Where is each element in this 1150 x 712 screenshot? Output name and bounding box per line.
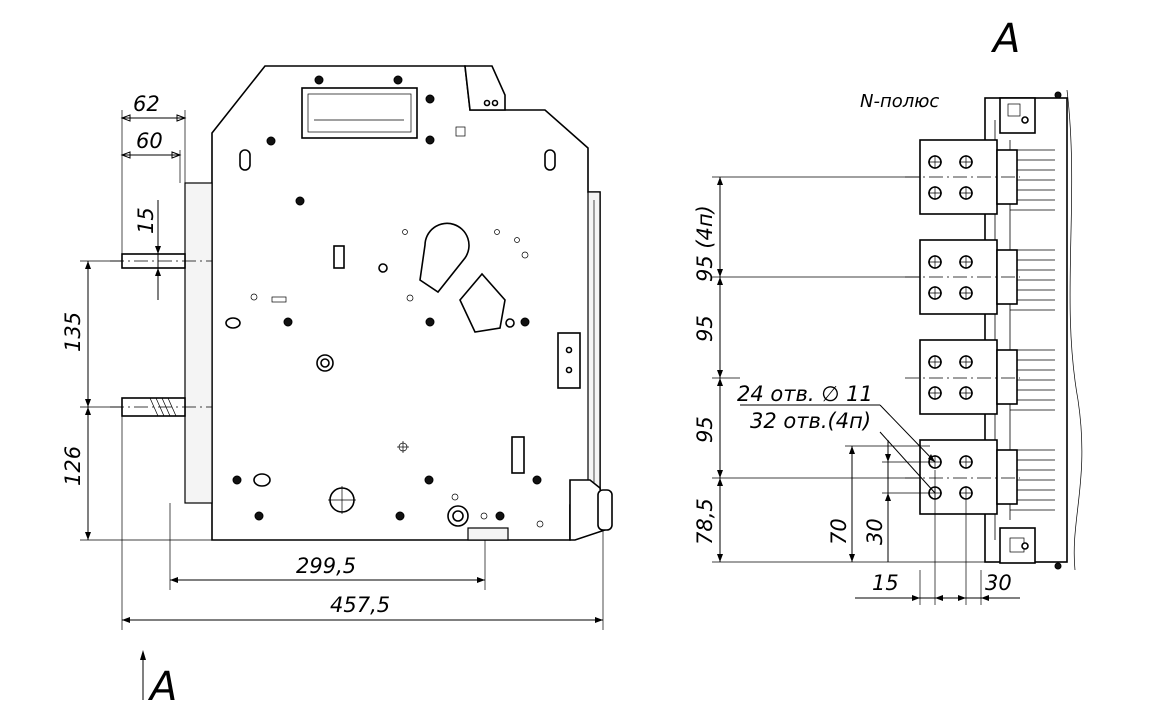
busbar-4 [919,439,1018,515]
dim-299-5: 299,5 [296,554,356,578]
dim-95-4p: 95 (4п) [693,205,717,282]
dim-78-5: 78,5 [693,498,717,545]
busbar-3 [919,339,1018,415]
view-label: A [990,16,1020,62]
holes-note-32: 32 отв.(4п) [750,409,871,433]
section-arrow-label: A [147,664,177,710]
pole-label: N-полюс [860,91,939,112]
left-dimensions [80,110,604,630]
dim-15-horizontal: 15 [872,571,899,595]
dim-30-horizontal: 30 [985,571,1012,595]
dim-60: 60 [136,129,163,153]
bolt-pattern [232,75,542,521]
terminal-assembly [905,89,1083,571]
dim-30-vertical: 30 [863,518,887,545]
holes-note-24: 24 отв. ∅ 11 [737,382,873,406]
breaker-side-view [110,65,613,541]
dim-95-a: 95 [693,315,717,342]
dim-135: 135 [61,312,85,352]
dim-15: 15 [134,207,158,234]
dim-95-b: 95 [693,416,717,443]
dim-70: 70 [827,518,851,545]
right-dimensions [712,176,1020,605]
dim-457-5: 457,5 [330,593,390,617]
section-arrow [140,650,146,700]
dim-126: 126 [61,446,85,486]
dim-62: 62 [133,92,160,116]
